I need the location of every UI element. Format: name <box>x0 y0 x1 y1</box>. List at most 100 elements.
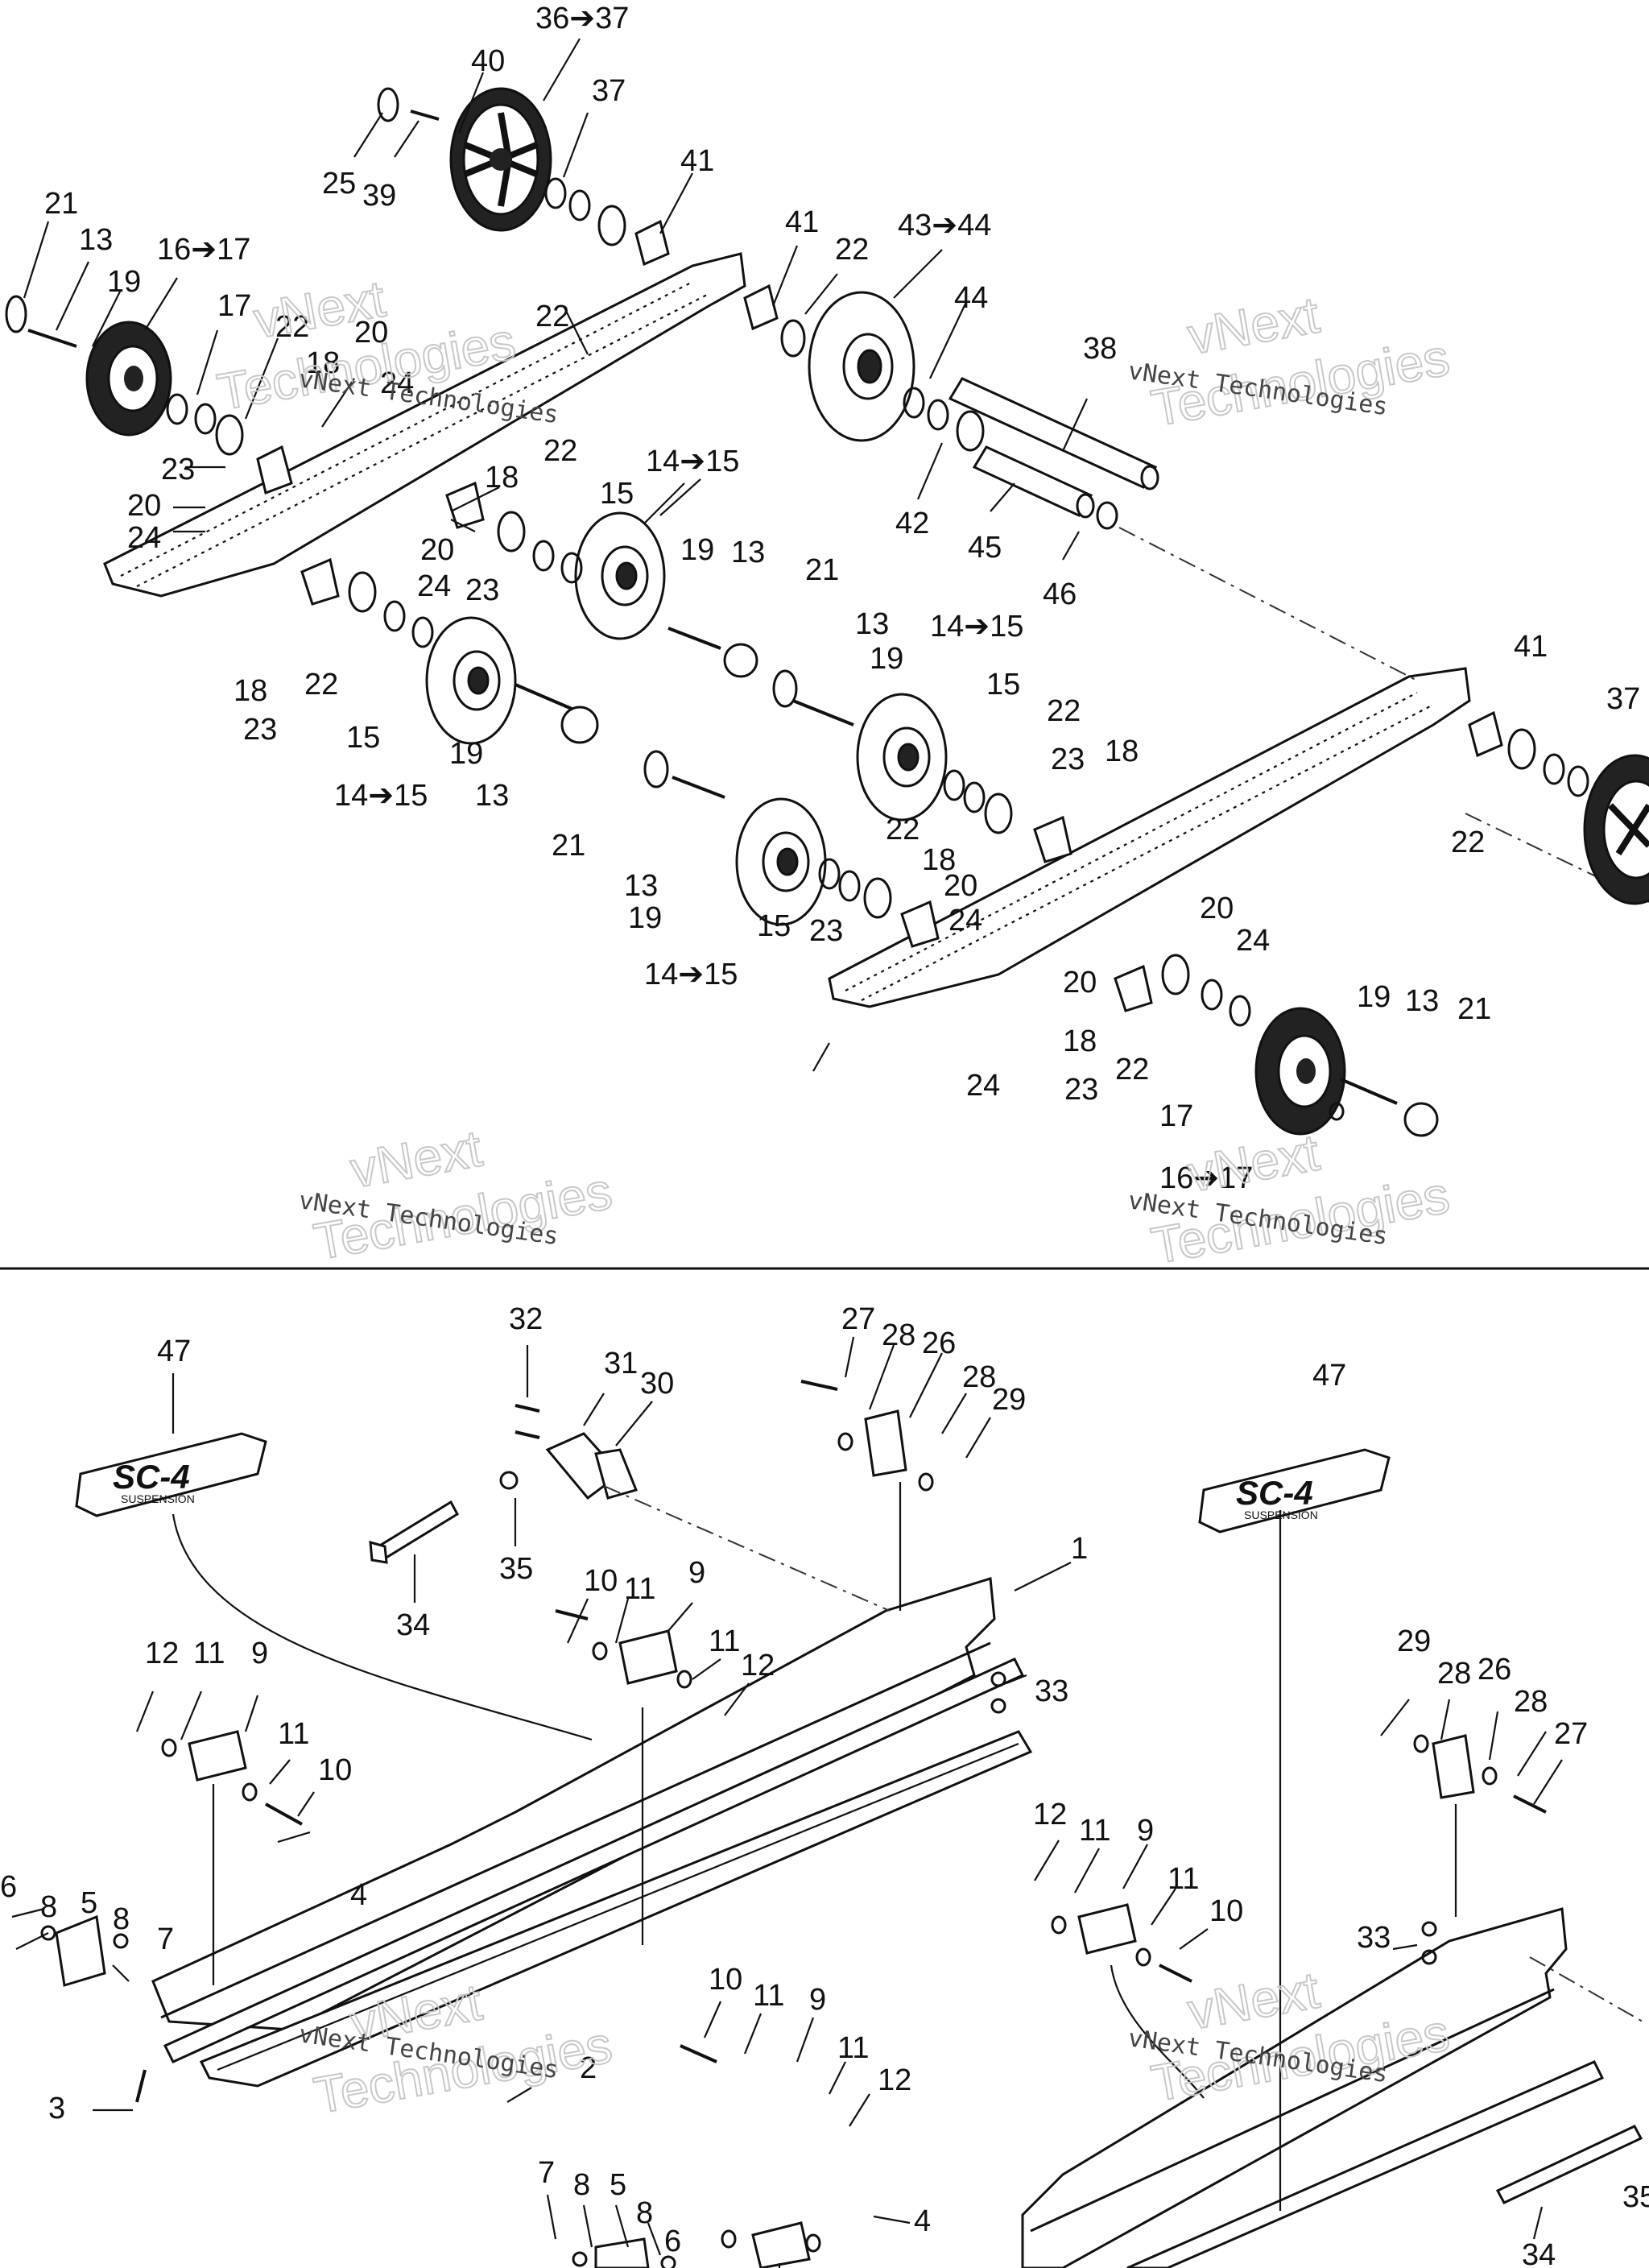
callout: 22 <box>535 300 569 333</box>
logo-subtext: SUSPENSION <box>121 1492 195 1505</box>
callout: 28 <box>1437 1657 1471 1691</box>
callout: 21 <box>44 187 78 221</box>
bolts-bottom <box>135 1380 1547 2103</box>
callout: 28 <box>882 1318 915 1352</box>
callout: 4 <box>350 1878 367 1912</box>
callout: 6 <box>0 1870 17 1904</box>
callout: 44 <box>954 281 988 315</box>
callout: 9 <box>1137 1814 1154 1848</box>
callout: 17 <box>1159 1099 1193 1133</box>
callout: 5 <box>81 1886 97 1920</box>
callout: 12 <box>145 1637 179 1670</box>
callout: 19 <box>628 901 662 935</box>
callout: 8 <box>573 2168 590 2202</box>
callout: 22 <box>304 668 338 702</box>
logo-left: SC-4 SUSPENSION <box>75 1432 267 1517</box>
callout: 14➔15 <box>646 445 739 478</box>
callout: 24 <box>1236 924 1270 958</box>
callout: 9 <box>251 1637 268 1670</box>
left-bogie-rail <box>103 252 746 598</box>
callout: 21 <box>805 553 839 587</box>
callout: 16➔17 <box>157 233 250 267</box>
callout: 12 <box>741 1649 775 1682</box>
wheel-16-left <box>85 321 172 437</box>
callout: 31 <box>604 1347 638 1380</box>
callout: 18 <box>306 346 340 380</box>
callout: 9 <box>809 1983 826 2017</box>
logo-right: SC-4 SUSPENSION <box>1198 1448 1391 1533</box>
callout: 27 <box>1554 1717 1588 1751</box>
callout: 35 <box>499 1552 533 1586</box>
fasteners-bottom <box>40 1432 1498 2268</box>
callout: 11 <box>837 2031 869 2065</box>
callout: 9 <box>688 1556 705 1590</box>
callout: 37 <box>592 74 626 108</box>
wheel-16-right <box>1254 1007 1346 1136</box>
callout: 10 <box>584 1564 618 1598</box>
callout: 20 <box>944 869 977 903</box>
bolt-34 <box>369 1500 1643 2204</box>
callout: 28 <box>962 1360 996 1394</box>
callout: 15 <box>986 668 1020 702</box>
callout: 45 <box>968 531 1002 565</box>
callout: 15 <box>757 909 791 943</box>
callout: 39 <box>362 179 396 213</box>
callout: 34 <box>396 1608 430 1642</box>
callout: 20 <box>1063 966 1097 999</box>
callout: 2 <box>580 2051 597 2085</box>
callout: 19 <box>680 533 714 567</box>
callout: 11 <box>1168 1862 1199 1896</box>
callout: 20 <box>420 533 454 567</box>
callout: 19 <box>107 265 141 299</box>
callout: 22 <box>1451 826 1485 859</box>
callout: 46 <box>1043 577 1077 611</box>
callout: 21 <box>1457 992 1491 1026</box>
callout: 7 <box>538 2156 555 2190</box>
blocks-bottom <box>55 1409 1475 2268</box>
callout: 23 <box>161 453 195 486</box>
callout: 18 <box>1105 735 1139 768</box>
callout: 18 <box>922 843 956 877</box>
callout: 23 <box>243 713 277 747</box>
callout: 41 <box>785 205 819 239</box>
callout: 11 <box>1079 1814 1110 1848</box>
callout: 24 <box>417 569 451 603</box>
spacer-45 <box>972 445 1095 519</box>
wheel-43 <box>808 291 915 442</box>
callout: 22 <box>1115 1053 1149 1086</box>
callout: 25 <box>322 167 356 201</box>
callout: 22 <box>275 310 309 344</box>
callout: 1 <box>1071 1532 1088 1566</box>
callout: 13 <box>475 779 509 813</box>
callout: 26 <box>1477 1653 1511 1687</box>
callout: 17 <box>217 289 251 323</box>
callout: 41 <box>1514 630 1548 664</box>
top-section: 36➔37 40 37 25 39 41 21 13 16➔17 19 17 2… <box>5 2 1649 1195</box>
callout: 41 <box>680 144 714 178</box>
callout: 18 <box>1063 1024 1097 1058</box>
callout: 24 <box>127 521 161 555</box>
callout: 40 <box>471 44 505 78</box>
callout: 11 <box>709 1624 740 1658</box>
callout: 8 <box>113 1902 130 1936</box>
wheel-14-a <box>574 511 666 640</box>
callout: 29 <box>992 1383 1026 1417</box>
callout: 20 <box>354 316 388 350</box>
wheel-36 <box>449 87 552 232</box>
logo-text: SC-4 <box>113 1458 190 1496</box>
callout: 18 <box>234 674 267 708</box>
callout: 13 <box>855 607 889 641</box>
callout: 47 <box>1312 1359 1346 1393</box>
callout: 13 <box>1405 984 1439 1018</box>
wheel-36-right <box>1583 754 1649 905</box>
wheel-14-d <box>735 797 827 926</box>
callout: 10 <box>1209 1894 1243 1928</box>
callout: 24 <box>380 366 414 400</box>
callout: 4 <box>914 2204 931 2238</box>
callout: 16➔17 <box>1159 1161 1253 1195</box>
callout: 20 <box>1200 892 1234 925</box>
callout: 18 <box>485 461 519 495</box>
leaders-top <box>23 38 1088 1072</box>
callout: 22 <box>886 813 920 846</box>
